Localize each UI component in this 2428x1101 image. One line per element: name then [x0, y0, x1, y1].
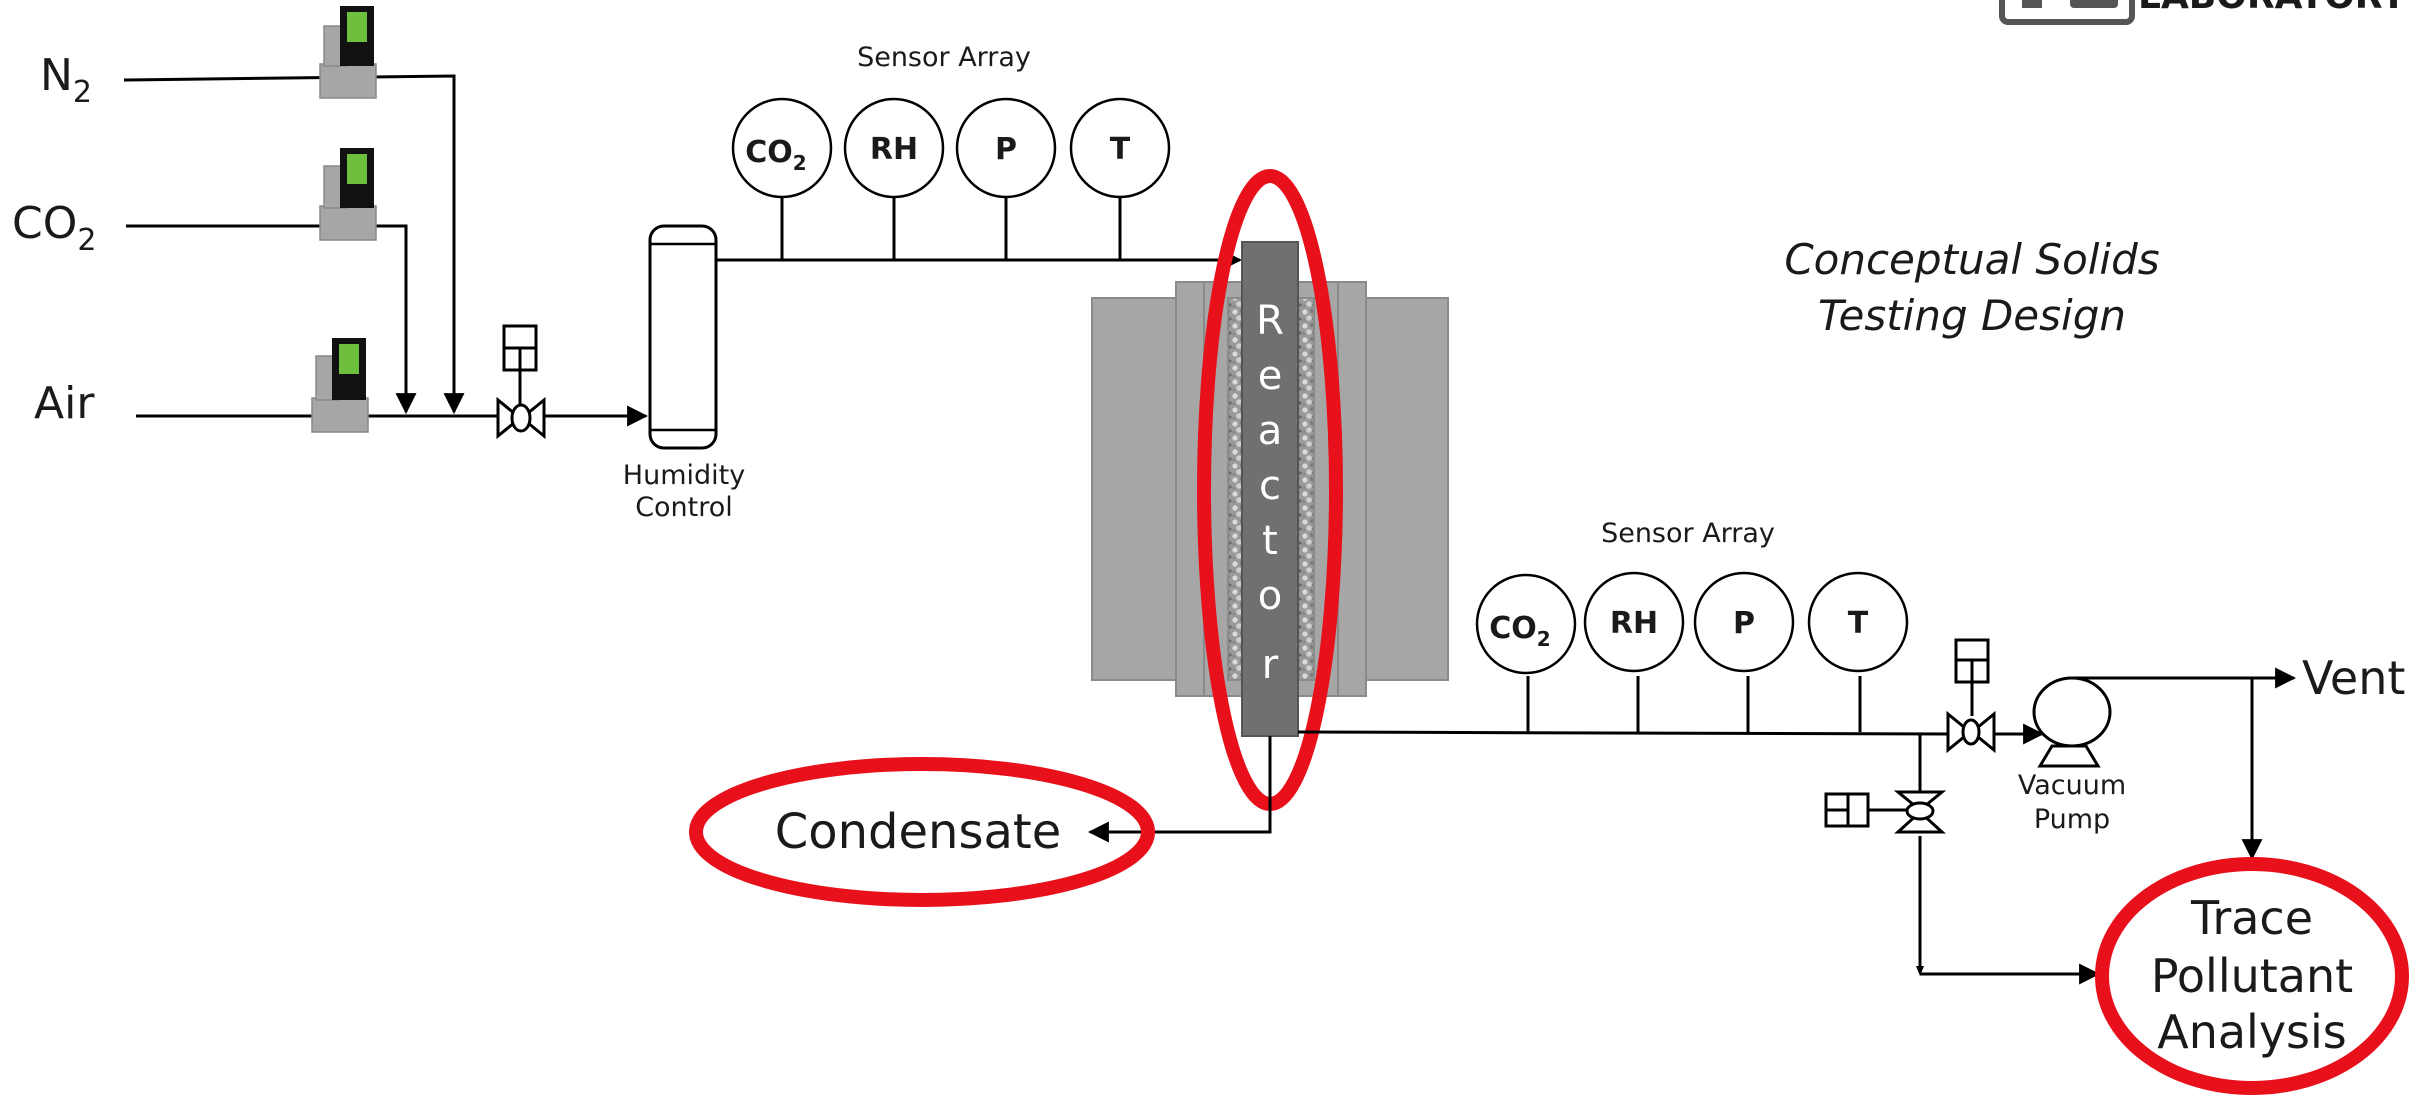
mfc-screen-icon [347, 154, 367, 184]
sensor-t-upper: T [1069, 97, 1171, 199]
sensor-co2-lower: CO2 [1475, 573, 1577, 675]
upper-process-line [716, 196, 1243, 271]
mass-flow-controller-air [311, 338, 369, 433]
sampling-valve-icon [1824, 790, 1947, 834]
svg-text:RH: RH [1610, 606, 1658, 641]
svg-text:e: e [1258, 353, 1283, 399]
svg-text:T: T [1110, 132, 1131, 167]
logo-frame-icon [1999, 0, 2135, 25]
svg-text:RH: RH [870, 132, 918, 167]
sensor-rh-lower: RH [1583, 571, 1685, 673]
svg-text:a: a [1258, 408, 1283, 454]
svg-text:CO2: CO2 [745, 135, 806, 175]
n2-line [123, 74, 465, 415]
sensor-array-lower-title: Sensor Array [1601, 518, 1775, 549]
sensor-array-upper-title: Sensor Array [857, 42, 1031, 73]
svg-text:c: c [1259, 463, 1281, 509]
logo-block-icon [2070, 0, 2118, 8]
svg-text:T: T [1848, 606, 1869, 641]
diagram-title-line-1: Conceptual Solids [1784, 235, 2159, 284]
feed-lines [123, 74, 649, 427]
arrow-icon [1916, 966, 1924, 976]
inlet-control-valve-icon [496, 324, 546, 440]
svg-text:R: R [1256, 298, 1284, 344]
sensor-rh-upper: RH [843, 97, 945, 199]
reactor-label: R e a c t o r [1256, 298, 1284, 688]
mass-flow-controller-n2 [319, 6, 377, 99]
logo-text: LABORATORY [2138, 0, 2408, 17]
vacuum-pump-label-1: Vacuum [2018, 770, 2126, 801]
svg-text:CO2: CO2 [1489, 611, 1550, 651]
svg-text:o: o [1258, 573, 1282, 619]
sensor-t-lower: T [1807, 571, 1909, 673]
trace-analysis-label-1: Trace [2190, 891, 2313, 945]
reactor-tube [1241, 241, 1299, 737]
mfc-screen-icon [347, 12, 367, 42]
vent-lines [1918, 667, 2297, 985]
co2-line [126, 224, 417, 415]
mass-flow-controller-co2 [319, 148, 377, 241]
outlet-control-valve-icon [1946, 638, 1996, 754]
vacuum-pump-label-2: Pump [2034, 804, 2110, 835]
humidity-control-label-1: Humidity [623, 460, 745, 491]
sensor-p-upper: P [955, 97, 1057, 199]
air-label: Air [34, 378, 95, 429]
vacuum-pump-icon [2032, 676, 2112, 768]
vent-label: Vent [2302, 651, 2405, 705]
sensor-co2-upper: CO2 [731, 97, 833, 199]
humidity-control-vessel [648, 224, 718, 450]
svg-text:P: P [1733, 606, 1755, 641]
sensor-p-lower: P [1693, 571, 1795, 673]
svg-text:P: P [995, 132, 1017, 167]
trace-analysis-highlight-ellipse [2095, 857, 2409, 1095]
trace-analysis-label-2: Pollutant [2151, 949, 2353, 1003]
condensate-highlight-ellipse [689, 757, 1155, 907]
svg-text:t: t [1262, 518, 1278, 564]
lower-process-line [1297, 676, 2045, 745]
condensate-label: Condensate [775, 804, 1062, 860]
co2-input-label: CO2 [12, 198, 96, 258]
trace-analysis-label-3: Analysis [2157, 1005, 2347, 1059]
humidity-control-label-2: Control [635, 492, 733, 523]
mfc-screen-icon [339, 344, 359, 374]
logo-block-icon [2022, 0, 2042, 8]
svg-text:r: r [1262, 642, 1279, 688]
diagram-title-line-2: Testing Design [1818, 291, 2126, 340]
n2-label: N2 [40, 50, 92, 110]
laboratory-logo: LABORATORY [1999, 0, 2408, 25]
